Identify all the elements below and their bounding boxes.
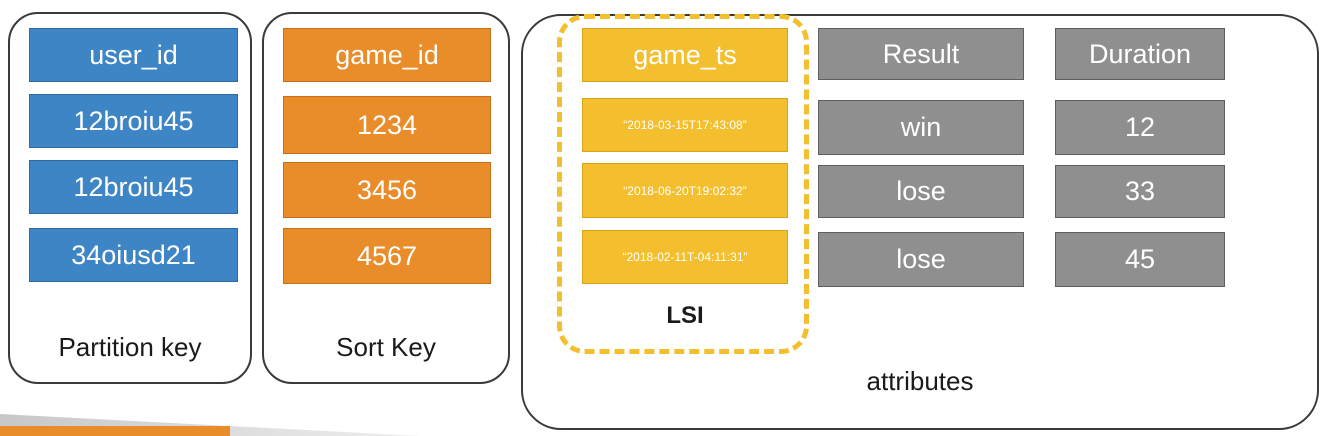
sort-key-value-3: 4567 — [283, 228, 491, 284]
partition-key-header: user_id — [29, 28, 238, 82]
lsi-header: game_ts — [582, 28, 788, 82]
duration-value-3: 45 — [1055, 232, 1225, 287]
lsi-value-3: “2018-02-11T-04:11:31” — [582, 230, 788, 284]
duration-value-2: 33 — [1055, 165, 1225, 218]
duration-header: Duration — [1055, 28, 1225, 80]
result-value-1: win — [818, 100, 1024, 155]
slide-accent-orange-stripe — [0, 426, 230, 436]
partition-key-value-3: 34oiusd21 — [29, 228, 238, 282]
lsi-outline — [557, 14, 809, 354]
partition-key-value-2: 12broiu45 — [29, 160, 238, 214]
partition-key-caption: Partition key — [58, 332, 202, 362]
result-value-2: lose — [818, 165, 1024, 218]
lsi-label: LSI — [666, 302, 704, 329]
partition-key-value-1: 12broiu45 — [29, 94, 238, 148]
result-value-3: lose — [818, 232, 1024, 287]
sort-key-value-2: 3456 — [283, 162, 491, 218]
attributes-panel — [521, 14, 1319, 430]
attributes-caption: attributes — [866, 366, 974, 396]
duration-value-1: 12 — [1055, 100, 1225, 155]
sort-key-value-1: 1234 — [283, 96, 491, 154]
sort-key-caption: Sort Key — [336, 332, 436, 362]
result-header: Result — [818, 28, 1024, 80]
sort-key-header: game_id — [283, 28, 491, 82]
lsi-value-2: “2018-06-20T19:02:32” — [582, 163, 788, 218]
lsi-value-1: “2018-03-15T17:43:08” — [582, 98, 788, 152]
